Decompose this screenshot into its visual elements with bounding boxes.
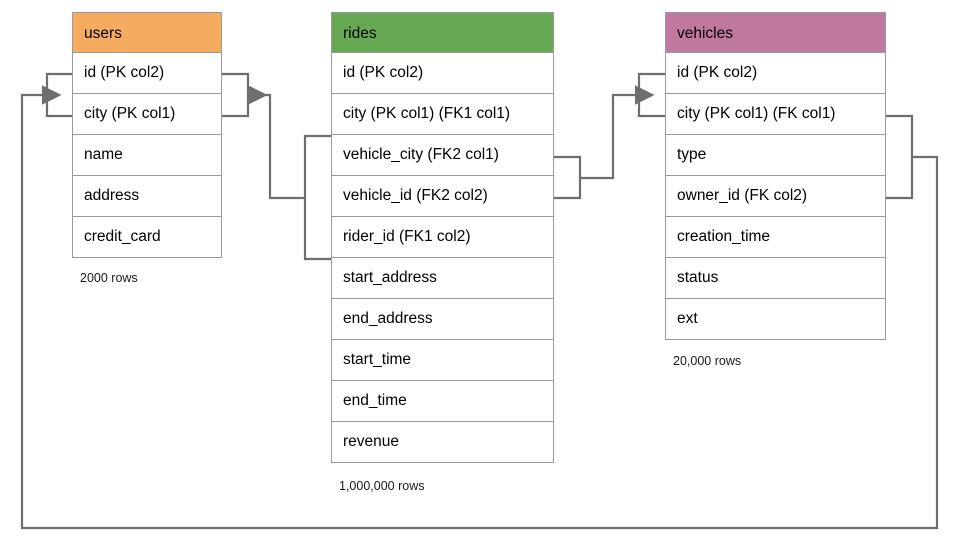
table-vehicles-rows-label: 20,000 rows <box>673 354 742 368</box>
table-vehicles-header[interactable]: vehicles <box>665 12 886 53</box>
connector-fk1-trunk <box>247 85 305 200</box>
table-users-rows-label: 2000 rows <box>80 271 138 285</box>
table-vehicles-column-type[interactable]: type <box>665 135 886 176</box>
connector-fk2-vehicles-bracket <box>637 72 665 118</box>
table-vehicles-column-owner-id[interactable]: owner_id (FK col2) <box>665 176 886 217</box>
table-rides-column-vehicle-city[interactable]: vehicle_city (FK2 col1) <box>331 135 554 176</box>
table-users-column-credit-card[interactable]: credit_card <box>72 217 222 258</box>
table-rides-column-end-time[interactable]: end_time <box>331 381 554 422</box>
table-rides-column-rider-id[interactable]: rider_id (FK1 col2) <box>331 217 554 258</box>
table-users-column-address[interactable]: address <box>72 176 222 217</box>
table-users-header[interactable]: users <box>72 12 222 53</box>
table-rides-column-vehicle-id[interactable]: vehicle_id (FK2 col2) <box>331 176 554 217</box>
connector-fk2-rides-bracket <box>554 155 582 200</box>
connector-fk1-rides-bracket <box>303 134 331 261</box>
table-rides-column-end-address[interactable]: end_address <box>331 299 554 340</box>
table-vehicles-column-city[interactable]: city (PK col1) (FK col1) <box>665 94 886 135</box>
table-rides-column-start-time[interactable]: start_time <box>331 340 554 381</box>
connector-fk3-vehicles-bracket <box>886 114 914 200</box>
table-rides-column-id[interactable]: id (PK col2) <box>331 53 554 94</box>
table-vehicles-column-creation-time[interactable]: creation_time <box>665 217 886 258</box>
connector-fk1-users-bracket <box>222 72 250 118</box>
table-rides-column-city[interactable]: city (PK col1) (FK1 col1) <box>331 94 554 135</box>
table-users-column-name[interactable]: name <box>72 135 222 176</box>
connector-fk3-users-bracket <box>45 72 72 118</box>
table-users-column-city[interactable]: city (PK col1) <box>72 94 222 135</box>
table-rides[interactable]: rides id (PK col2) city (PK col1) (FK1 c… <box>331 12 554 463</box>
table-rides-column-start-address[interactable]: start_address <box>331 258 554 299</box>
table-vehicles[interactable]: vehicles id (PK col2) city (PK col1) (FK… <box>665 12 886 340</box>
connector-fk2-trunk <box>580 85 655 180</box>
table-users-column-id[interactable]: id (PK col2) <box>72 53 222 94</box>
table-users[interactable]: users id (PK col2) city (PK col1) name a… <box>72 12 222 258</box>
table-rides-header[interactable]: rides <box>331 12 554 53</box>
table-vehicles-column-status[interactable]: status <box>665 258 886 299</box>
table-rides-column-revenue[interactable]: revenue <box>331 422 554 463</box>
table-vehicles-column-id[interactable]: id (PK col2) <box>665 53 886 94</box>
table-rides-rows-label: 1,000,000 rows <box>339 479 425 493</box>
table-vehicles-column-ext[interactable]: ext <box>665 299 886 340</box>
